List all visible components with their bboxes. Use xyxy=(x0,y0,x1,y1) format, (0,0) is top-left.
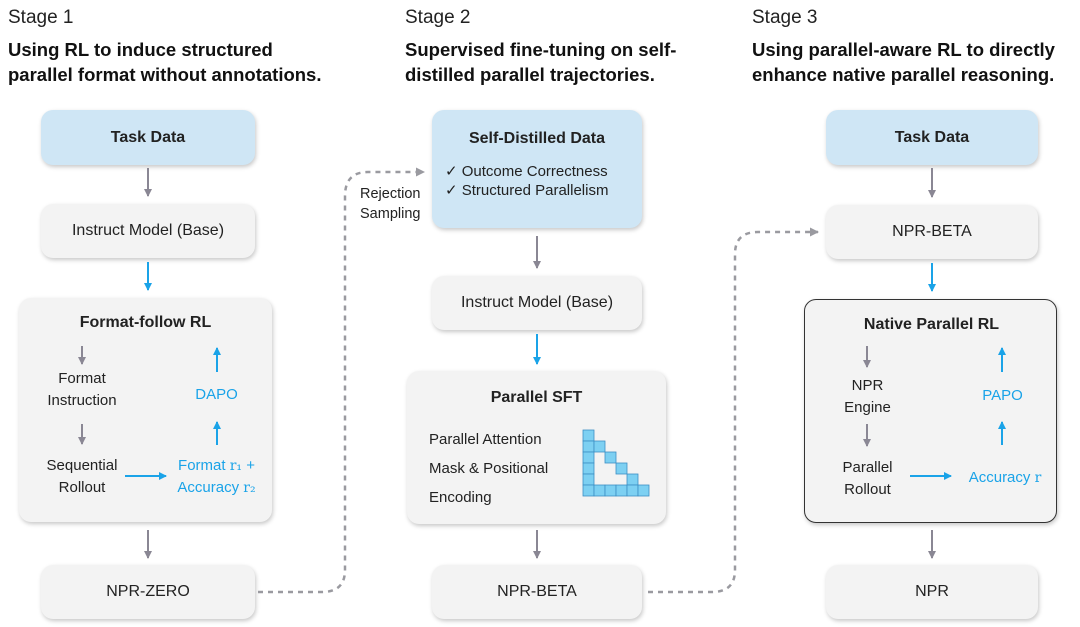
parallel-sft-description: Parallel Attention Mask & Positional Enc… xyxy=(429,425,548,512)
parallel-sft-line2: Mask & Positional xyxy=(429,460,549,477)
stage3-npr-beta-box: NPR-BETA xyxy=(826,205,1038,259)
stage1-title-line1: Using RL to induce structured xyxy=(8,39,273,60)
dapo-label: DAPO xyxy=(195,386,238,403)
rejection-sampling-line2: Sampling xyxy=(360,206,421,222)
rejection-sampling-label: Rejection Sampling xyxy=(360,184,420,224)
outcome-correctness-check: ✓ Outcome Correctness xyxy=(445,163,608,180)
mask-cell xyxy=(615,462,628,475)
format-reward-plus: + xyxy=(242,457,255,474)
rejection-sampling-line1: Rejection xyxy=(360,186,421,202)
format-follow-rl-title: Format-follow RL xyxy=(79,314,212,331)
format-reward-text: Format xyxy=(178,457,230,474)
mask-cell xyxy=(637,484,650,497)
stage2-title: Supervised fine-tuning on self- distille… xyxy=(405,37,676,87)
parallel-sft-line3: Encoding xyxy=(429,489,492,506)
format-reward-line: Format r₁ + xyxy=(164,455,269,477)
npr-final-box: NPR xyxy=(826,565,1038,619)
format-accuracy-reward: Format r₁ + Accuracy r₂ xyxy=(164,455,269,499)
self-distilled-data-box: Self-Distilled Data ✓ Outcome Correctnes… xyxy=(432,110,642,228)
stage2-npr-beta-box: NPR-BETA xyxy=(432,565,642,619)
stage3-title-line2: enhance native parallel reasoning. xyxy=(752,64,1055,85)
accuracy-text: Accuracy xyxy=(968,469,1035,486)
stage1-task-data-box: Task Data xyxy=(41,110,255,165)
sequential-rollout-line1: Sequential xyxy=(46,457,118,474)
structured-parallelism-check: ✓ Structured Parallelism xyxy=(445,182,609,199)
papo-label: PAPO xyxy=(982,387,1023,404)
format-instruction-line1: Format xyxy=(58,370,106,387)
stage3-task-data-box: Task Data xyxy=(826,110,1038,165)
accuracy-var: r xyxy=(1034,470,1042,486)
stage2-title-line1: Supervised fine-tuning on self- xyxy=(405,39,677,60)
attention-mask-grid-icon xyxy=(582,429,650,497)
stage1-instruct-model-box: Instruct Model (Base) xyxy=(41,204,255,258)
sequential-rollout-line2: Rollout xyxy=(58,479,106,496)
npr-engine-label: NPR Engine xyxy=(825,375,910,419)
native-parallel-rl-title: Native Parallel RL xyxy=(863,316,1000,333)
accuracy-reward-text: Accuracy xyxy=(177,479,244,496)
npr-engine-line2: Engine xyxy=(844,399,891,416)
stage2-title-line2: distilled parallel trajectories. xyxy=(405,64,655,85)
npr-engine-line1: NPR xyxy=(851,377,884,394)
mask-cell xyxy=(593,440,606,453)
format-follow-rl-box: Format-follow RL Format Instruction Sequ… xyxy=(19,298,272,522)
dashed-arrow-stage2-to-stage3 xyxy=(648,227,819,594)
self-distilled-data-title: Self-Distilled Data xyxy=(468,130,606,147)
native-parallel-rl-box: Native Parallel RL NPR Engine Parallel R… xyxy=(804,299,1057,523)
stage2-label: Stage 2 xyxy=(405,7,471,28)
sequential-rollout-label: Sequential Rollout xyxy=(37,455,127,499)
format-reward-var: r₁ xyxy=(229,458,243,474)
format-instruction-label: Format Instruction xyxy=(37,368,127,412)
stage1-title: Using RL to induce structured parallel f… xyxy=(8,37,322,87)
format-instruction-line2: Instruction xyxy=(47,392,117,409)
parallel-sft-line1: Parallel Attention xyxy=(429,431,542,448)
parallel-sft-title: Parallel SFT xyxy=(490,389,583,406)
accuracy-reward-label: Accuracy r xyxy=(950,467,1060,489)
dashed-arrow-stage1-to-stage2 xyxy=(258,167,425,594)
parallel-rollout-line1: Parallel xyxy=(842,459,893,476)
parallel-rollout-label: Parallel Rollout xyxy=(825,457,910,501)
npr-zero-box: NPR-ZERO xyxy=(41,565,255,619)
stage3-title: Using parallel-aware RL to directly enha… xyxy=(752,37,1055,87)
parallel-rollout-line2: Rollout xyxy=(844,481,891,498)
parallel-sft-box: Parallel SFT Parallel Attention Mask & P… xyxy=(407,371,666,524)
stage1-title-line2: parallel format without annotations. xyxy=(8,64,322,85)
stage2-instruct-model-box: Instruct Model (Base) xyxy=(432,276,642,330)
accuracy-reward-var: r₂ xyxy=(243,480,256,496)
stage3-title-line1: Using parallel-aware RL to directly xyxy=(752,39,1055,60)
mask-cell xyxy=(604,451,617,464)
stage3-label: Stage 3 xyxy=(752,7,818,28)
stage1-label: Stage 1 xyxy=(8,7,74,28)
accuracy-reward-line: Accuracy r₂ xyxy=(164,477,269,499)
